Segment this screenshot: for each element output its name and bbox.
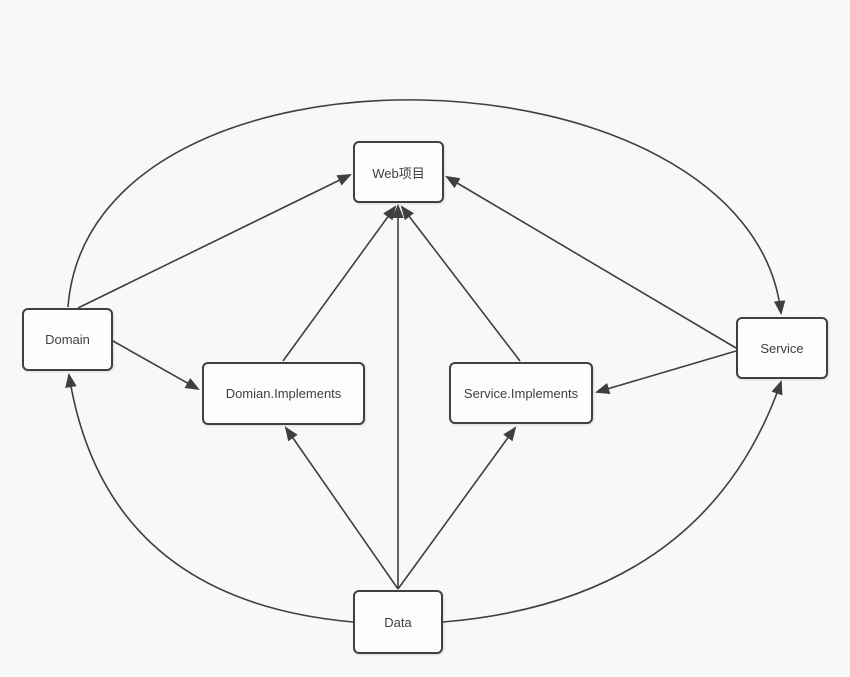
edge-domain-to-service-top-arc [67,99,786,316]
edge-domain-to-web-project [77,174,352,309]
edge-data-to-service-implements [397,426,517,590]
edge-service-implements-to-web-project [400,205,521,362]
edge-service-to-service-implements [594,350,737,395]
node-web-project-label: Web项目 [372,165,425,181]
node-service-label: Service [760,340,804,356]
node-service-implements-label: Service.Implements [463,385,579,401]
node-domain: Domain [22,308,113,371]
edge-data-to-domain-implements [284,426,399,590]
node-service: Service [736,317,828,379]
node-domain-label: Domain [45,332,90,347]
edge-domain-to-domain-implements [112,340,200,391]
edge-data-to-domain-bottom-arc [65,372,354,623]
node-domain-implements: Domian.Implements [202,362,365,425]
node-data-label: Data [384,614,412,630]
node-web-project: Web项目 [353,141,444,203]
node-service-implements: Service.Implements [449,362,593,424]
node-domain-implements-label: Domian.Implements [225,386,342,401]
edge-domain-implements-to-web-project [282,205,397,362]
node-data: Data [353,590,443,654]
edge-service-to-web-project [445,175,737,349]
edge-data-to-service-bottom-arc [442,379,783,623]
